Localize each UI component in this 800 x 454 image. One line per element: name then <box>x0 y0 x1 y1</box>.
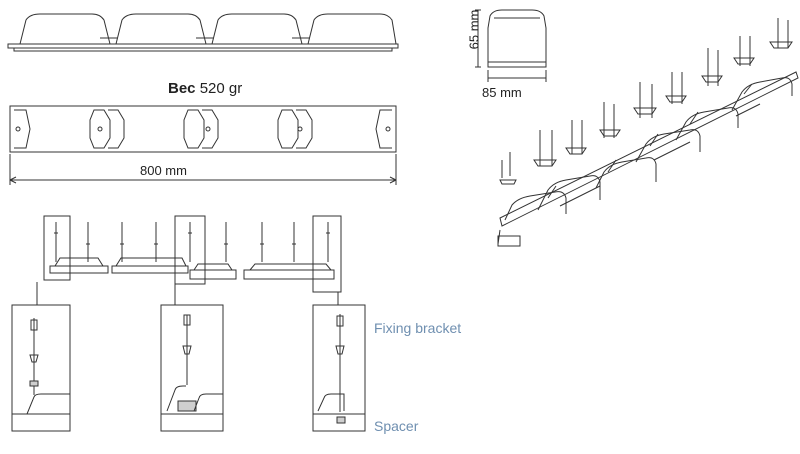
product-title: Bec 520 gr <box>168 80 242 97</box>
length-dimension-line <box>9 154 397 185</box>
detail-left <box>11 304 71 432</box>
height-dimension: 65 mm <box>466 9 482 50</box>
end-profile <box>475 9 547 82</box>
side-view <box>7 13 399 52</box>
length-dimension: 800 mm <box>140 163 187 178</box>
width-dimension: 85 mm <box>482 85 522 100</box>
spacer-label: Spacer <box>374 418 419 434</box>
product-name: Bec <box>168 80 196 97</box>
fixing-bracket-label: Fixing bracket <box>374 320 462 336</box>
detail-center <box>160 304 224 432</box>
product-weight: 520 gr <box>199 80 243 97</box>
row-assembly <box>36 215 342 305</box>
detail-right <box>312 304 366 432</box>
plan-view <box>9 105 397 153</box>
isometric-assembly <box>497 18 799 247</box>
